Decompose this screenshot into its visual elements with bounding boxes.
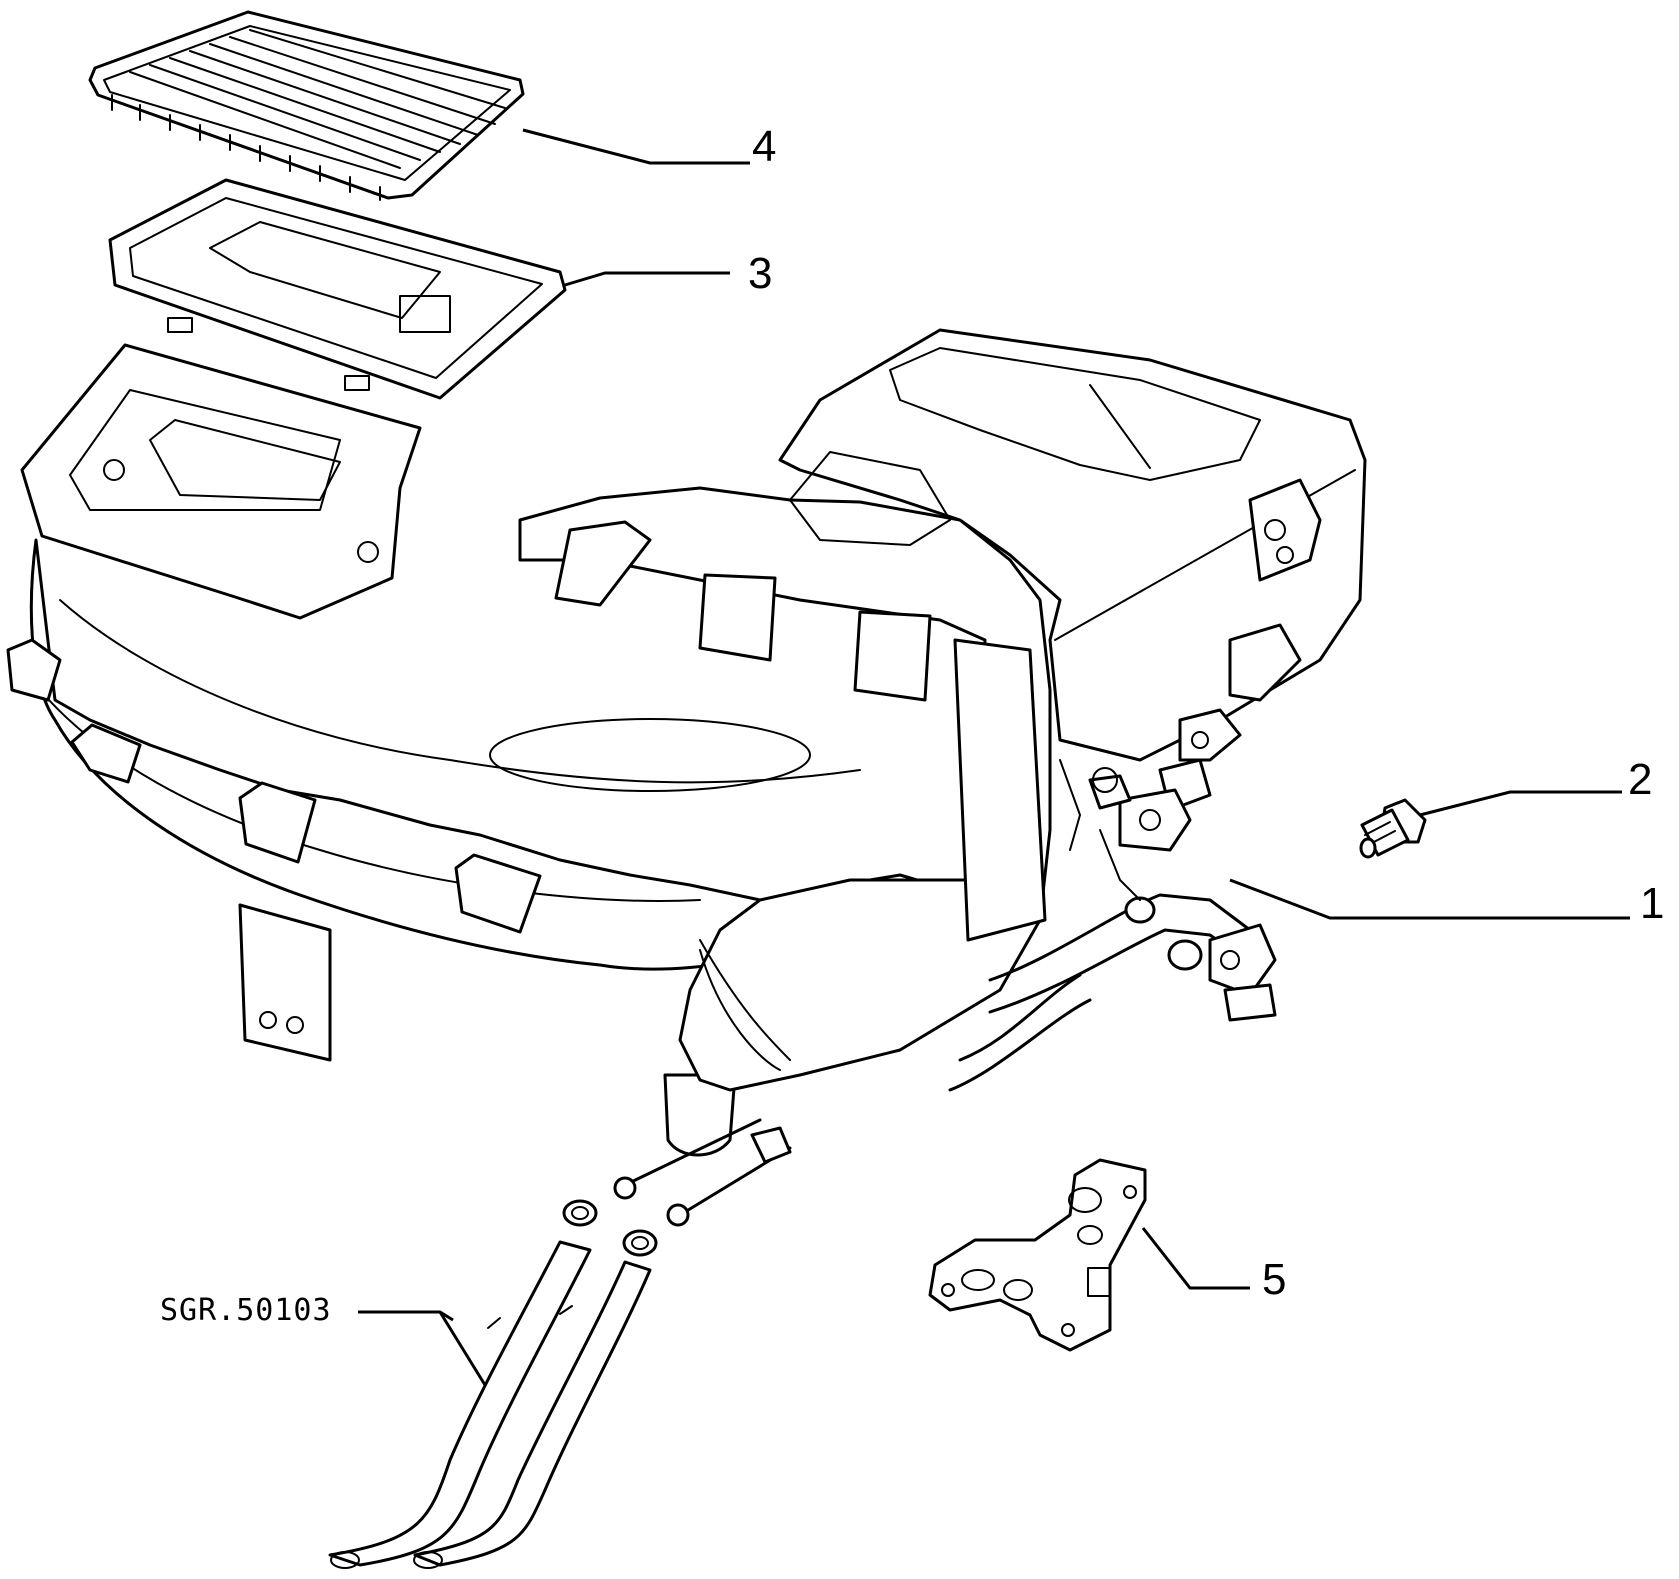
drain-hoses[interactable] <box>328 1240 652 1569</box>
part-5-mounting-bracket[interactable] <box>928 1158 1147 1352</box>
callout-4: 4 <box>752 122 777 171</box>
part-4-cabin-filter[interactable] <box>88 10 525 201</box>
part-3-filter-frame[interactable] <box>108 178 567 400</box>
callout-1: 1 <box>1640 879 1665 928</box>
part-2-screw[interactable] <box>1359 798 1427 859</box>
drain-fasteners <box>562 1118 792 1257</box>
callout-5: 5 <box>1262 1255 1287 1304</box>
leader-lines <box>358 128 1630 1386</box>
callout-2: 2 <box>1628 755 1653 804</box>
callout-3: 3 <box>748 249 773 298</box>
part-1-heater-unit[interactable] <box>6 328 1367 1157</box>
drawing-reference: SGR.50103 <box>160 1293 332 1328</box>
